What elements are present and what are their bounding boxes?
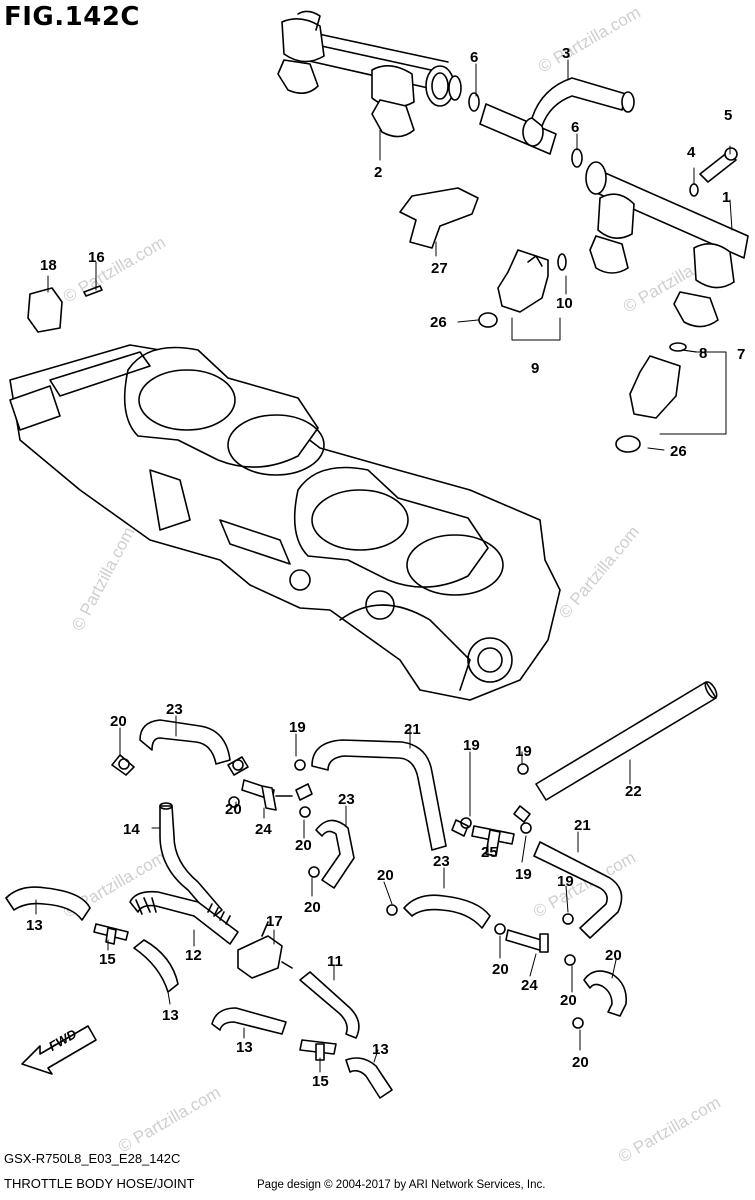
hose-23-c: [403, 894, 491, 929]
mounting-bolt: [689, 147, 738, 197]
callout: 24: [255, 821, 272, 838]
pressure-sensor: [27, 285, 103, 333]
callout: 13: [26, 917, 43, 934]
hose-12: [129, 890, 239, 945]
callout: 9: [531, 360, 539, 377]
callout: 3: [562, 45, 570, 62]
callout: 26: [670, 443, 687, 460]
callout: 12: [185, 947, 202, 964]
hose-14: [159, 802, 223, 919]
callout: 24: [521, 977, 538, 994]
callout: 15: [99, 951, 116, 968]
joint-pipe: [468, 92, 583, 168]
fuel-injector-upper: [478, 249, 567, 328]
callout: 19: [515, 743, 532, 760]
fuel-delivery-pipe-upper: [277, 10, 462, 138]
hose-22: [535, 681, 718, 801]
callout: 6: [470, 49, 478, 66]
hose-13-b: [133, 939, 179, 993]
joint-24-right: [505, 929, 549, 953]
joint-15-left: [93, 923, 129, 945]
throttle-body: [9, 344, 561, 701]
callout: 21: [404, 721, 421, 738]
callout: 20: [560, 992, 577, 1009]
callout: 20: [225, 801, 242, 818]
fuel-injector-lower: [615, 342, 687, 453]
callout: 17: [266, 913, 283, 930]
leader-lines: [35, 59, 733, 1073]
callout: 21: [574, 817, 591, 834]
callout: 26: [430, 314, 447, 331]
callout: 8: [699, 345, 707, 362]
section-title: THROTTLE BODY HOSE/JOINT: [4, 1176, 195, 1191]
callout: 19: [289, 719, 306, 736]
fuel-feed-hose: [531, 77, 635, 127]
callout: 23: [338, 791, 355, 808]
callout: 4: [687, 144, 696, 161]
callout: 20: [110, 713, 127, 730]
callout: 25: [481, 844, 498, 861]
callout: 6: [571, 119, 579, 136]
callout: 20: [492, 961, 509, 978]
callout-numbers: 1 2 3 4 5 6 6 7 8 9 10 16 18 26 26 27 20…: [26, 45, 745, 1090]
model-code: GSX-R750L8_E03_E28_142C: [4, 1151, 181, 1166]
hose-13-a: [5, 886, 91, 921]
hose-clamps: [118, 758, 584, 1029]
callout: 19: [463, 737, 480, 754]
joint-17: [237, 921, 293, 979]
injector-clamp: [399, 187, 479, 249]
callout: 2: [374, 164, 382, 181]
hose-11: [299, 971, 360, 1039]
callout: 22: [625, 783, 642, 800]
callout: 5: [724, 107, 732, 124]
callout: 13: [162, 1007, 179, 1024]
page-credit: Page design © 2004-2017 by ARI Network S…: [257, 1179, 546, 1191]
hose-23-a: [111, 719, 249, 776]
callout: 20: [572, 1054, 589, 1071]
callout: 10: [556, 295, 573, 312]
forward-direction-arrow: [21, 1025, 97, 1075]
callout: 11: [327, 953, 343, 970]
joint-24-left: [241, 779, 313, 811]
hose-23-b: [315, 819, 355, 889]
callout: 20: [295, 837, 312, 854]
callout: 7: [737, 346, 745, 363]
figure-title: FIG.142C: [4, 2, 141, 32]
fuel-delivery-pipe-lower: [585, 161, 749, 328]
callout: 18: [40, 257, 57, 274]
hose-13-c: [211, 1007, 393, 1099]
joint-15-bottom: [299, 1039, 337, 1061]
callout: 20: [605, 947, 622, 964]
joint-25: [451, 805, 531, 857]
callout: 23: [166, 701, 183, 718]
callout: 19: [557, 873, 574, 890]
callout: 20: [377, 867, 394, 884]
callout: 15: [312, 1073, 329, 1090]
hose-21-b: [533, 841, 623, 939]
callout: 13: [372, 1041, 389, 1058]
callout: 20: [304, 899, 321, 916]
callout: 19: [515, 866, 532, 883]
callout: 23: [433, 853, 450, 870]
callout: 13: [236, 1039, 253, 1056]
hose-21-a: [311, 739, 447, 851]
callout: 27: [431, 260, 448, 277]
callout: 1: [722, 189, 730, 206]
callout: 16: [88, 249, 105, 266]
callout: 14: [123, 821, 140, 838]
hose-23-d: [583, 970, 628, 1017]
